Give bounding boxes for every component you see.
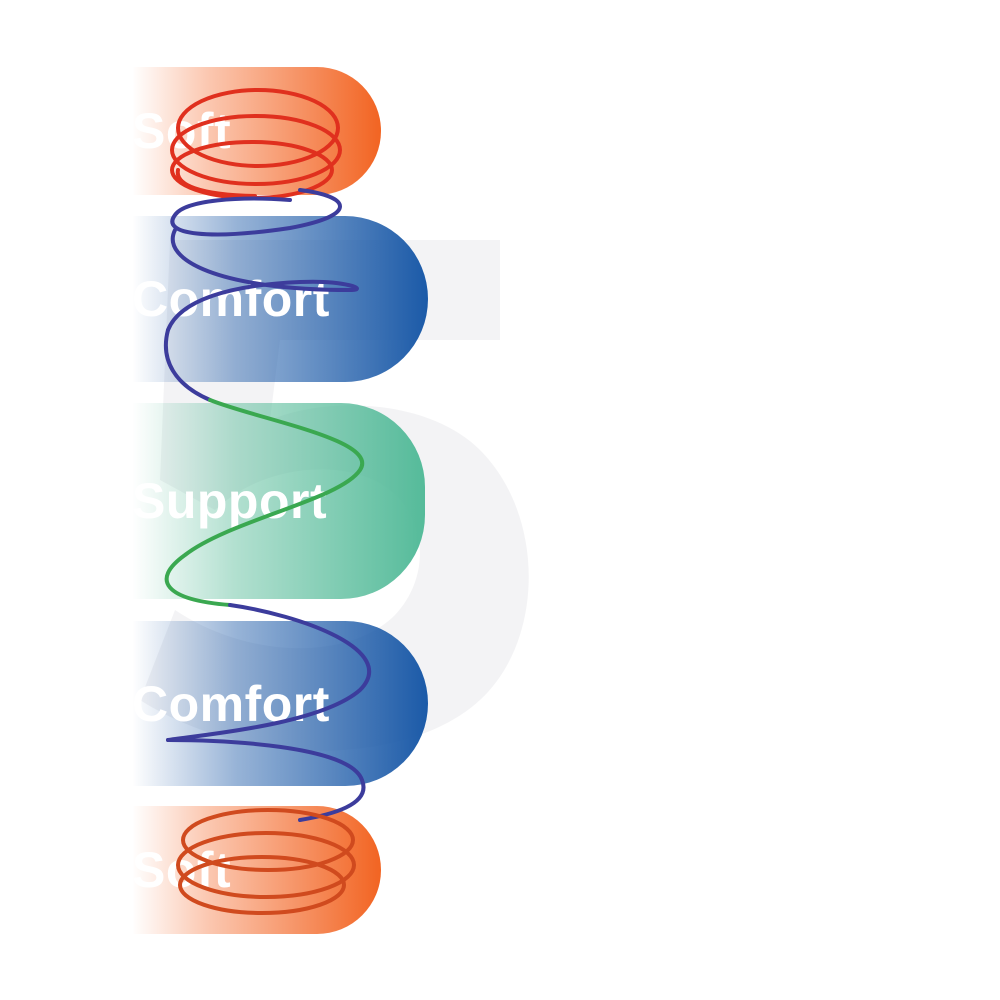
layer-comfort-upper: Comfort (132, 216, 428, 382)
spring-upper-coils (163, 188, 359, 402)
layer-label: Soft (132, 103, 232, 159)
spring-support-coils (164, 398, 365, 607)
layer-comfort-lower: Comfort (132, 621, 428, 786)
spring-lower-coils (166, 603, 371, 822)
spring-bottom-coils (176, 808, 356, 915)
layer-support: Support (132, 403, 426, 599)
layer-label: Support (132, 473, 328, 529)
spring-top-coils (170, 88, 342, 200)
layer-label: Comfort (132, 675, 330, 732)
